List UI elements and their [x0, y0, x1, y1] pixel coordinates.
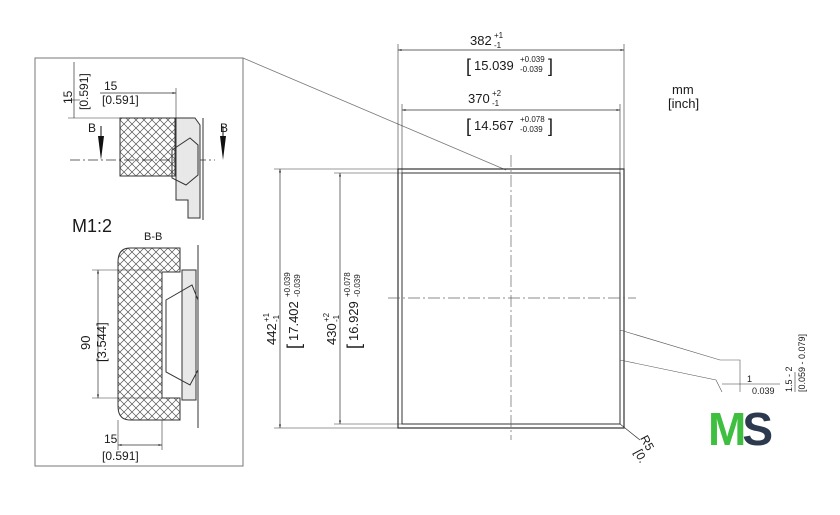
dim-370-itol2: -0.039 — [520, 125, 543, 134]
dim-442-tol2: -1 — [272, 314, 281, 322]
bracket: [ — [466, 56, 471, 76]
detail-dim-bottom-mm: 15 — [104, 432, 118, 446]
dim-370-mm: 370 — [468, 91, 490, 106]
dim-382-tol2: -1 — [494, 41, 502, 50]
dim-370-itol: +0.078 — [520, 115, 545, 124]
dim-1-mm: 1 — [747, 374, 752, 384]
frame-profile-top — [175, 117, 201, 219]
bracket: [ — [344, 344, 364, 349]
frame-outer — [397, 168, 625, 429]
dim-442-itol2: -0.039 — [293, 274, 302, 297]
detail-dim-top-left-mm: 15 — [61, 90, 75, 104]
detail-leader-line — [242, 57, 507, 171]
dim-430-mm: 430 — [324, 323, 339, 345]
unit-inch: [inch] — [668, 96, 699, 111]
unit-mm: mm — [672, 82, 694, 97]
dim-430-itol2: -0.039 — [353, 274, 362, 297]
dim-370-inch: 14.567 — [474, 118, 514, 133]
radius-mm: R5 — [637, 433, 657, 453]
dim-442-inch: 17.402 — [286, 301, 301, 341]
dim-370-tol: +2 — [492, 89, 502, 98]
dim-430-tol: +2 — [322, 312, 331, 322]
dim-382-inch: 15.039 — [474, 58, 514, 73]
dim-382-itol2: -0.039 — [520, 65, 543, 74]
section-arrow-left — [98, 136, 104, 160]
detail-dim-bottom-inch: [0.591] — [102, 449, 139, 463]
dim-1-5-2-inch: [0.059 - 0.079] — [797, 334, 807, 392]
logo-letter-s: S — [742, 403, 773, 455]
logo-letter-m: M — [708, 403, 746, 455]
dim-442-itol: +0.039 — [283, 272, 292, 297]
gasket-block-top — [119, 117, 176, 177]
detail-dim-top-left-inch: [0.591] — [77, 73, 91, 110]
section-arrow-right — [220, 136, 226, 160]
bracket: ] — [548, 56, 553, 76]
dim-1-5-2-mm: 1.5 - 2 — [784, 366, 794, 392]
detail-dim-top-mm: 15 — [104, 79, 118, 93]
bracket: ] — [548, 116, 553, 136]
dim-430-itol: +0.078 — [343, 272, 352, 297]
detail-dim-height-mm: 90 — [78, 336, 93, 350]
dim-382-itol: +0.039 — [520, 55, 545, 64]
section-marker-left: B — [88, 121, 96, 135]
detail-dim-height-inch: [3.544] — [94, 322, 109, 362]
bracket: [ — [284, 344, 304, 349]
clip-profile-top — [171, 137, 199, 186]
dim-430-inch: 16.929 — [346, 301, 361, 341]
leader-thickness-1 — [619, 329, 741, 392]
radius-inch: [0. — [631, 447, 650, 465]
ms-logo: MS — [708, 405, 788, 453]
detail-frame — [34, 57, 244, 467]
dim-442-mm: 442 — [264, 323, 279, 345]
leader-radius — [619, 423, 641, 441]
section-title: B-B — [144, 231, 162, 243]
dim-442-tol: +1 — [262, 312, 271, 322]
dim-430-tol2: -1 — [332, 314, 341, 322]
dim-1-inch: 0.039 — [752, 386, 775, 396]
dim-382-tol: +1 — [494, 31, 504, 40]
bracket: [ — [466, 116, 471, 136]
dim-370-tol2: -1 — [492, 99, 500, 108]
dim-382-mm: 382 — [470, 33, 492, 48]
frame-profile-bb — [181, 269, 197, 401]
section-marker-right: B — [220, 121, 228, 135]
leader-thickness-2 — [619, 359, 723, 393]
detail-dim-top-inch: [0.591] — [102, 93, 139, 107]
gasket-section-bb — [117, 247, 181, 421]
detail-scale: M1:2 — [72, 216, 112, 236]
